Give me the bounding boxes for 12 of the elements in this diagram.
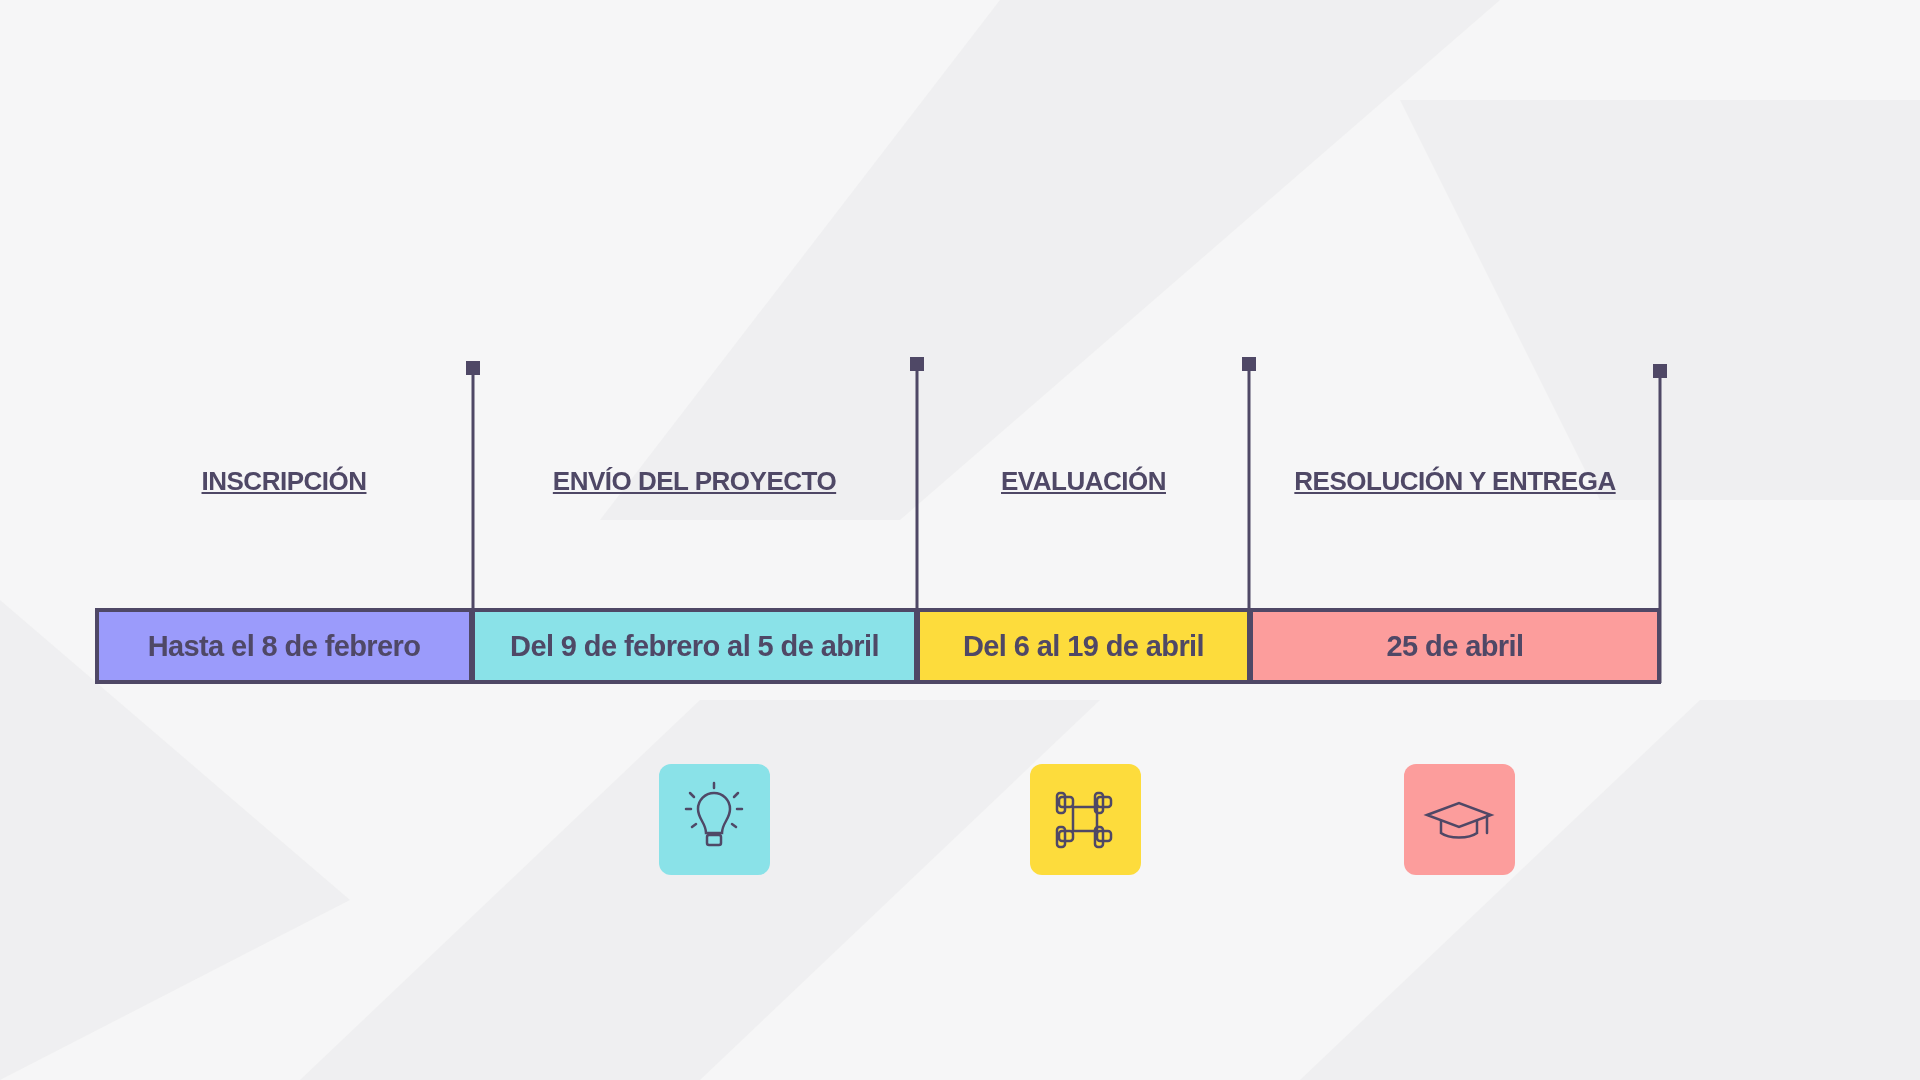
date-text: Del 6 al 19 de abril — [962, 629, 1205, 663]
timeline-segment — [95, 608, 473, 684]
phase-heading: INSCRIPCIÓN — [201, 466, 367, 497]
date-text: 25 de abril — [1386, 629, 1524, 663]
date-text: Hasta el 8 de febrero — [147, 629, 421, 663]
timeline-segment — [916, 608, 1251, 684]
timeline-segment — [1249, 608, 1661, 684]
phase-heading: EVALUACIÓN — [1001, 466, 1166, 497]
phase-heading: ENVÍO DEL PROYECTO — [552, 466, 837, 497]
phase-heading: RESOLUCIÓN Y ENTREGA — [1294, 466, 1616, 497]
date-text: Del 9 de febrero al 5 de abril — [510, 629, 879, 663]
timeline-segment — [471, 608, 918, 684]
